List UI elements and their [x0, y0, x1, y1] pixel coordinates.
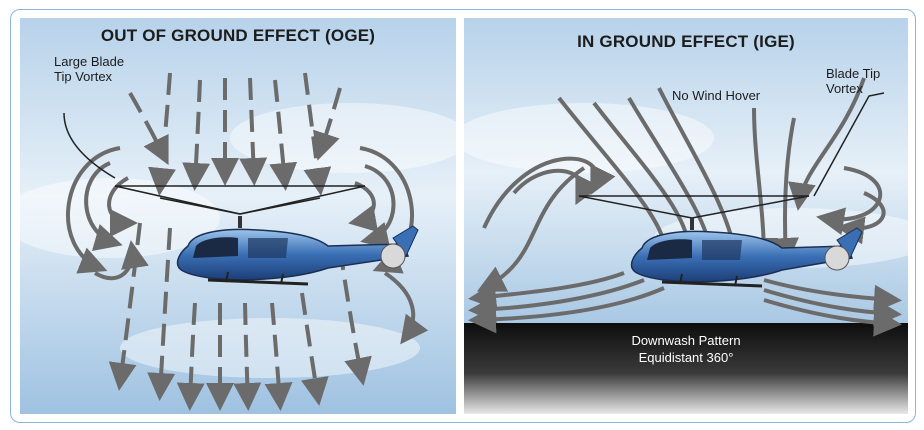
vortex-label-line-2: Tip Vortex	[54, 69, 113, 84]
ground-label-line-2: Equidistant 360°	[638, 350, 734, 365]
ground-surface	[464, 323, 908, 414]
blade-tip-vortex-label: Blade Tip Vortex	[826, 66, 880, 96]
oge-title: OUT OF GROUND EFFECT (OGE)	[100, 26, 376, 45]
ground-label-line-1: Downwash Pattern	[631, 333, 741, 348]
rotor-blades	[578, 195, 810, 219]
ige-title: IN GROUND EFFECT (IGE)	[577, 32, 795, 51]
oge-panel: OUT OF GROUND EFFECT (OGE) Large Blade T…	[20, 18, 456, 414]
no-wind-hover-label: No Wind Hover	[672, 88, 761, 103]
downwash-pattern-label: Downwash Pattern Equidistant 360°	[464, 332, 908, 366]
vortex-leader-line	[63, 112, 116, 179]
vortex-label-line-1: Large Blade	[54, 54, 125, 69]
left-vortex-loops	[66, 146, 149, 281]
helicopter	[176, 216, 419, 286]
ige-illustration	[464, 18, 908, 414]
large-blade-tip-vortex-label: Large Blade Tip Vortex	[54, 54, 124, 84]
rotor-blades	[114, 185, 366, 215]
vortex-label-line-2: Vortex	[826, 81, 863, 96]
helicopter	[630, 218, 863, 288]
ige-panel: IN GROUND EFFECT (IGE) No Wind Hover Bla…	[464, 18, 908, 414]
oge-illustration	[20, 18, 456, 414]
vortex-leader-line	[813, 92, 885, 197]
vortex-label-line-1: Blade Tip	[826, 66, 881, 81]
